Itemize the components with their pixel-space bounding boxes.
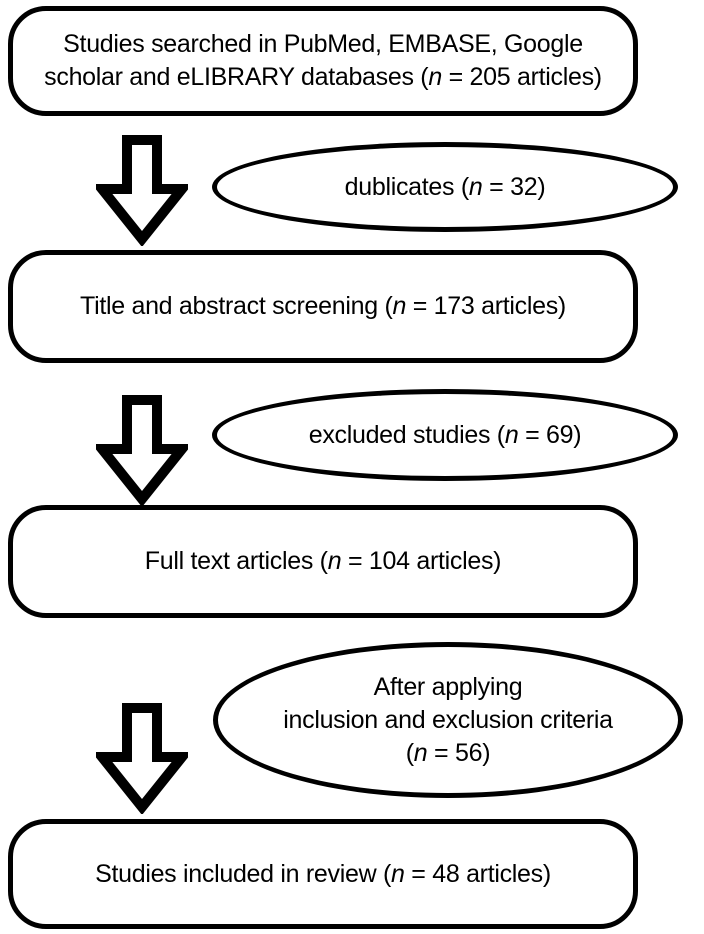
- node-label-line: Studies searched in PubMed, EMBASE, Goog…: [63, 30, 583, 58]
- ellipse-inclusion-exclusion-criteria: After applying inclusion and exclusion c…: [213, 642, 683, 798]
- node-label-line: Full text articles (n = 104 articles): [144, 547, 502, 575]
- node-label-line: After applying: [373, 672, 523, 701]
- node-label-line: inclusion and exclusion criteria: [283, 705, 613, 734]
- node-label-line: dublicates (n = 32): [344, 172, 546, 201]
- box-studies-included: Studies included in review (n = 48 artic…: [8, 819, 638, 929]
- node-label-line: scholar and eLIBRARY databases (n = 205 …: [44, 63, 602, 91]
- box-studies-searched: Studies searched in PubMed, EMBASE, Goog…: [8, 6, 638, 116]
- node-label-line: excluded studies (n = 69): [308, 420, 582, 449]
- down-arrow-icon: [96, 395, 188, 506]
- ellipse-excluded-studies: excluded studies (n = 69): [212, 389, 678, 481]
- box-title-abstract-screening: Title and abstract screening (n = 173 ar…: [8, 250, 638, 363]
- node-label-line: Title and abstract screening (n = 173 ar…: [80, 292, 566, 320]
- box-full-text-articles: Full text articles (n = 104 articles): [8, 505, 638, 618]
- ellipse-duplicates: dublicates (n = 32): [212, 142, 678, 232]
- node-label-line: Studies included in review (n = 48 artic…: [95, 859, 551, 888]
- node-label-line: (n = 56): [405, 738, 491, 767]
- down-arrow-icon: [96, 703, 188, 814]
- down-arrow-icon: [96, 135, 188, 246]
